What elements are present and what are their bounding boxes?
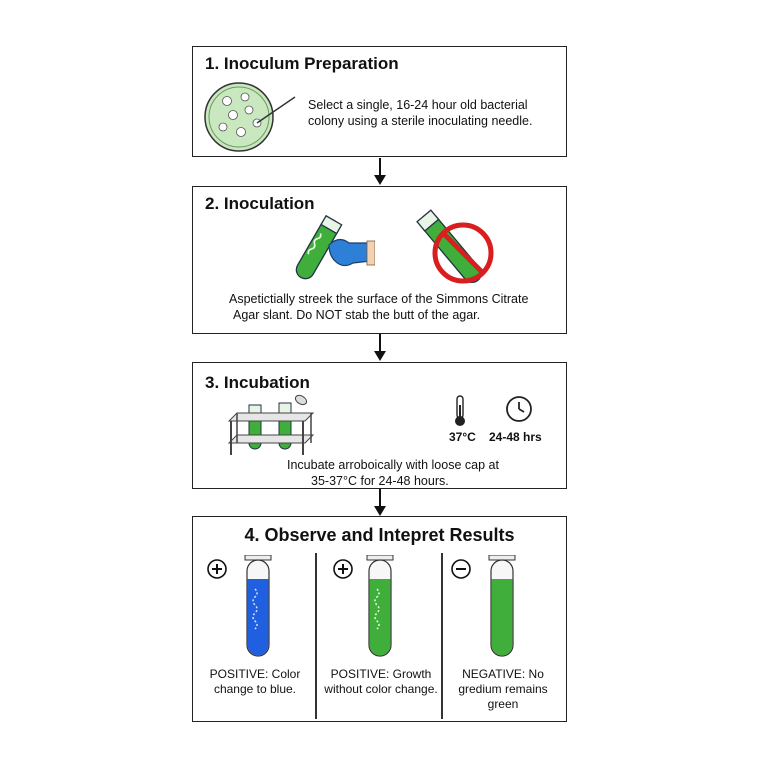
clock-icon <box>506 396 532 422</box>
step-4-title: 4. Observe and Intepret Results <box>244 525 515 545</box>
step-2-title: 2. Inoculation <box>205 194 315 213</box>
result-1-line-1: POSITIVE: Color <box>209 667 301 681</box>
result-3-line-1: NEGATIVE: No <box>462 667 544 681</box>
do-not-stab-icon <box>416 209 494 284</box>
step-2-text-line-2: Agar slant. Do NOT stab the butt of the … <box>233 308 481 322</box>
temperature-label: 37°C <box>449 430 476 444</box>
petri-dish-icon <box>204 82 296 152</box>
result-column-divider <box>315 553 317 719</box>
result-2-line-2: without color change. <box>324 682 438 696</box>
plus-icon <box>207 559 227 579</box>
result-1-line-2: change to blue. <box>213 682 297 696</box>
step-3-box: 3. Incubation 37°C 24-48 hrs Incubate ar… <box>192 362 567 489</box>
step-3-text-line-1: Incubate arroboically with loose cap at <box>287 458 499 472</box>
minus-icon <box>451 559 471 579</box>
step-2-text-line-1: Aspetictially streek the surface of the … <box>229 292 529 306</box>
result-2-line-1: POSITIVE: Growth <box>330 667 432 681</box>
step-1-box: 1. Inoculum Preparation Select a single,… <box>192 46 567 157</box>
gloved-hand-streaking-tube-icon <box>295 214 375 280</box>
step-2-box: 2. Inoculation Aspetictially streek the … <box>192 186 567 334</box>
step-3-title: 3. Incubation <box>205 373 310 392</box>
result-3-line-3: green <box>487 697 519 711</box>
step-1-text-line-1: Select a single, 16-24 hour old bacteria… <box>308 98 528 112</box>
green-tube-icon <box>488 555 516 657</box>
blue-tube-icon <box>244 555 272 657</box>
tube-rack-icon <box>227 394 315 455</box>
step-4-box: 4. Observe and Intepret Results POSITIVE… <box>192 516 567 722</box>
duration-label: 24-48 hrs <box>489 430 542 444</box>
step-3-text-line-2: 35-37°C for 24-48 hours. <box>311 474 449 488</box>
arrow-down-icon <box>374 158 386 185</box>
result-3-line-2: gredium remains <box>458 682 548 696</box>
plus-icon <box>333 559 353 579</box>
arrow-down-icon <box>374 334 386 361</box>
result-column-divider <box>441 553 443 719</box>
step-1-text-line-2: colony using a sterile inoculating needl… <box>308 114 533 128</box>
green-growth-tube-icon <box>366 555 394 657</box>
thermometer-icon <box>455 395 465 426</box>
step-1-title: 1. Inoculum Preparation <box>205 54 399 73</box>
arrow-down-icon <box>374 489 386 516</box>
